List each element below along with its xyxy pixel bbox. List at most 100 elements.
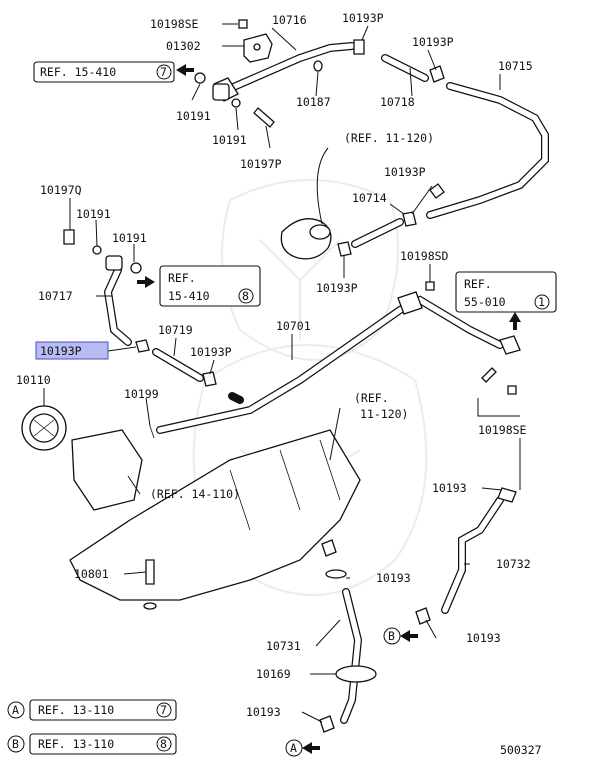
flow-marker-a: A (285, 739, 303, 757)
legend-b-marker: B (12, 737, 19, 751)
label-10191-a: 10191 (176, 109, 211, 123)
hose-10731[interactable] (340, 588, 363, 724)
plug-10187[interactable] (313, 60, 323, 72)
clamp-10193p-e[interactable] (202, 371, 217, 387)
diagram-id: 500327 (500, 743, 542, 757)
label-10193p-b: 10193P (412, 35, 454, 49)
part-labels: 10198SE 01302 10716 10193P 10193P 10715 … (16, 11, 533, 719)
hose-10718[interactable] (381, 54, 429, 82)
label-10191-b: 10191 (212, 133, 247, 147)
bolt-10197p[interactable] (253, 107, 275, 128)
label-10701: 10701 (276, 319, 311, 333)
label-10801: 10801 (74, 567, 109, 581)
ref-circle (156, 64, 172, 80)
clamp-10193p-hl[interactable] (135, 339, 150, 353)
ref-15-410-7-circle: 7 (160, 65, 167, 79)
ref-box-15-410-7[interactable]: REF. 15-410 7 (33, 61, 175, 83)
washer-10191-b[interactable] (231, 98, 241, 108)
engine-ribs (229, 439, 341, 531)
legend-a-text: REF. 13-110 (38, 703, 114, 717)
ref-11-120-top[interactable]: (REF. 11-120) (344, 131, 434, 145)
hose-10732[interactable] (441, 496, 504, 614)
ref-11-120-mid[interactable]: (REF. 11-120) (354, 391, 408, 421)
legend-b-circle: 8 (160, 737, 167, 751)
pipe-10717[interactable] (103, 266, 132, 346)
label-10716: 10716 (272, 13, 307, 27)
hose-10719[interactable] (152, 348, 204, 382)
label-10193p-c: 10193P (384, 165, 426, 179)
ref-14-110[interactable]: (REF. 14-110) (150, 487, 240, 501)
highlighted-part-10193p[interactable]: 10193P (35, 341, 109, 360)
label-10187: 10187 (296, 95, 331, 109)
bracket-10715 (429, 183, 445, 199)
label-10193p-highlighted: 10193P (40, 344, 82, 358)
label-10198se-right: 10198SE (478, 423, 527, 437)
ref-circle (534, 294, 550, 310)
arrow-to-a-icon (302, 742, 320, 754)
thermostat-10110[interactable] (21, 405, 67, 451)
label-10718: 10718 (380, 95, 415, 109)
legend-item-a: A REF. 13-110 7 (7, 699, 177, 721)
legend-a-circle: 7 (160, 703, 167, 717)
label-10193-a: 10193 (432, 481, 467, 495)
upper-pipe-10716[interactable] (213, 42, 356, 102)
label-10193-c: 10193 (466, 631, 501, 645)
label-10731: 10731 (266, 639, 301, 653)
ref-box-55-010-1[interactable]: REF. 55-010 1 (455, 271, 557, 313)
label-10197q: 10197Q (40, 183, 82, 197)
ref-15-410-7-text: REF. 15-410 (40, 65, 116, 79)
label-10719: 10719 (158, 323, 193, 337)
pipe-10715[interactable] (426, 82, 549, 219)
bolt-10198sd[interactable] (425, 281, 435, 291)
svg-text:B: B (388, 629, 395, 643)
label-10193-b: 10193 (376, 571, 411, 585)
washer-10191-c[interactable] (92, 245, 102, 255)
clamp-10193p-b[interactable] (429, 65, 445, 83)
label-10191-d: 10191 (112, 231, 147, 245)
main-pipe-10701[interactable] (156, 295, 504, 434)
ref-15-410-8-line2: 15-410 (168, 289, 210, 303)
flange-10701 (397, 291, 423, 315)
housing-outlet (309, 224, 331, 240)
clamp-10193-b[interactable] (325, 569, 347, 579)
o-ring-10199[interactable] (149, 425, 155, 439)
temp-sensor-10801[interactable] (145, 559, 155, 585)
arrow-left-icon (176, 64, 194, 76)
bolt-10197q[interactable] (63, 229, 75, 245)
ref-11-120-mid-line2: 11-120) (360, 407, 408, 421)
ref-box-15-410-8[interactable]: REF. 15-410 8 (159, 265, 261, 307)
washer-10191-a[interactable] (194, 72, 206, 84)
label-10193p-a: 10193P (342, 11, 384, 25)
label-10198sd: 10198SD (400, 249, 449, 263)
label-10717: 10717 (38, 289, 73, 303)
bolt-10198se-right[interactable] (507, 385, 517, 395)
svg-text:A: A (290, 741, 297, 755)
washer-10191-d[interactable] (130, 262, 142, 274)
bolt-10198se-top[interactable] (238, 19, 248, 29)
label-10714: 10714 (352, 191, 387, 205)
ref-15-410-8-circle: 8 (242, 289, 249, 303)
label-10199: 10199 (124, 387, 159, 401)
clamp-10193-d[interactable] (319, 715, 335, 733)
label-01302: 01302 (166, 39, 201, 53)
label-10110: 10110 (16, 373, 51, 387)
label-10193-d: 10193 (246, 705, 281, 719)
clamp-10193p-a[interactable] (353, 39, 365, 55)
clamp-10193p-c[interactable] (402, 211, 417, 227)
label-10715: 10715 (498, 59, 533, 73)
clamp-10193-c[interactable] (415, 607, 431, 625)
bracket-hole (253, 43, 261, 51)
leader-lines (43, 23, 521, 723)
hose-10714[interactable] (351, 218, 404, 248)
label-10193p-e: 10193P (190, 345, 232, 359)
bracket-10169[interactable] (335, 665, 377, 683)
outlet-10701 (499, 335, 521, 355)
clamp-10193-a[interactable] (497, 487, 517, 503)
ref-55-010-1-line1: REF. (464, 277, 492, 291)
ref-circle (238, 288, 254, 304)
clamp-10193p-d[interactable] (337, 241, 352, 257)
legend-item-b: B REF. 13-110 8 (7, 733, 177, 755)
union-10191[interactable] (212, 83, 230, 101)
